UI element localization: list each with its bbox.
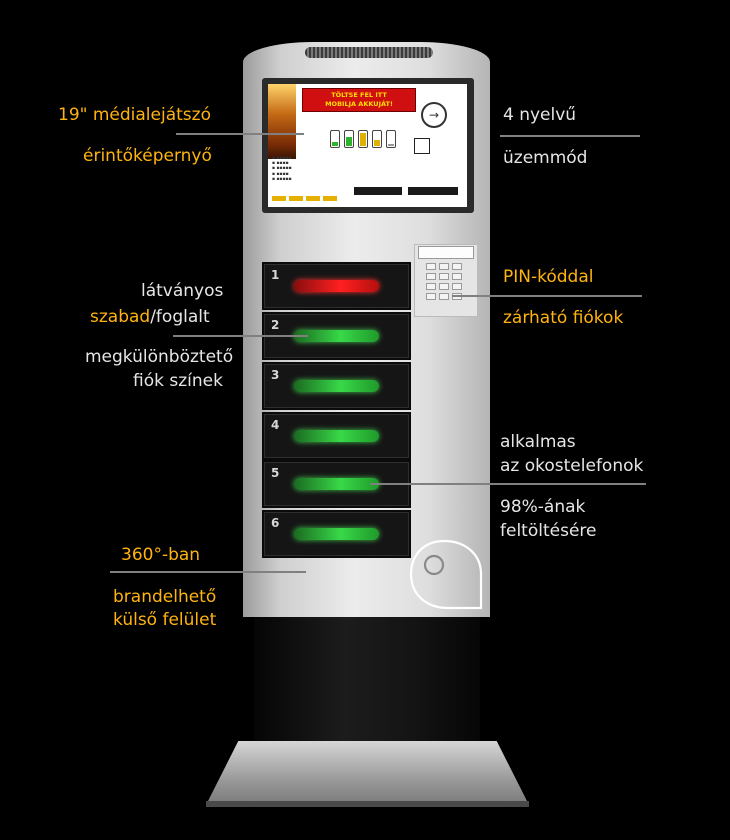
label-suitable: alkalmas [500,432,576,452]
language-button[interactable] [306,196,320,201]
battery-icon [344,130,354,148]
locker-4[interactable]: 4 [262,412,411,460]
locker-status-light [294,280,379,292]
keypad-key[interactable] [439,273,449,280]
touchscreen-display[interactable]: TÖLTSE FEL ITT MOBILJA AKKUJÁT! → ▪ ▪▪▪▪… [268,84,467,207]
label-mode: üzemmód [503,148,588,168]
locker-6[interactable]: 6 [262,510,411,558]
label-occupied: /foglalt [150,307,210,327]
label-media-player: 19" médialejátszó [58,105,211,125]
label-percent: 98%-ának [500,497,586,517]
locker-number: 1 [271,268,280,282]
speaker-grille [305,47,433,58]
flame-graphic [268,84,296,159]
locker-status-light [294,330,379,342]
screen-button-right[interactable] [408,187,458,195]
label-touchscreen: érintőképernyő [83,146,212,166]
keypad-key[interactable] [439,293,449,300]
locker-number: 3 [271,368,280,382]
label-lockable: zárható fiókok [503,308,624,328]
flash-icon [414,138,430,154]
locker-status-light [294,430,379,442]
label-four-lang: 4 nyelvű [503,105,577,125]
language-button[interactable] [272,196,286,201]
label-distinguish: megkülönböztető [85,347,234,367]
charge-banner: TÖLTSE FEL ITT MOBILJA AKKUJÁT! [302,88,416,112]
keypad-key[interactable] [426,263,436,270]
label-free: szabad [90,307,151,327]
keypad-key[interactable] [439,263,449,270]
callout-line-lockers [173,335,308,337]
label-free-occupied: szabad/foglalt [90,307,210,327]
label-outer-surface: külső felület [113,610,217,630]
keypad-key[interactable] [439,283,449,290]
label-brandable: brandelhető [113,587,217,607]
label-charging: feltöltésére [500,521,597,541]
locker-number: 2 [271,318,280,332]
locker-status-light [294,380,379,392]
language-button[interactable] [323,196,337,201]
screen-button-left[interactable] [354,187,402,195]
brand-swoosh-icon [409,539,483,610]
battery-icon [330,130,340,148]
locker-status-light [294,528,379,540]
keypad-key[interactable] [426,273,436,280]
banner-line-1: TÖLTSE FEL ITT [331,91,387,99]
keypad-key[interactable] [452,263,462,270]
locker-number: 5 [271,466,280,480]
battery-icon [358,130,368,148]
label-360: 360°-ban [121,545,201,565]
battery-icon [372,130,382,148]
keypad-key[interactable] [452,283,462,290]
screen-menu-list: ▪ ▪▪▪▪▪▪ ▪▪▪▪▪ ▪▪▪▪▪▪ ▪▪▪▪▪ ▪▪▪▪▪ [272,156,292,182]
label-spectacular: látványos [141,281,224,301]
locker-1[interactable]: 1 [262,262,411,310]
banner-line-2: MOBILJA AKKUJÁT! [325,100,393,108]
kiosk-plinth-edge [206,801,529,807]
keypad-key[interactable] [452,273,462,280]
locker-number: 6 [271,516,280,530]
callout-line-language [500,135,640,137]
keypad-key[interactable] [426,293,436,300]
callout-line-smartphones [370,483,646,485]
label-smartphones: az okostelefonok [500,456,644,476]
language-button[interactable] [289,196,303,201]
label-drawer-colors: fiók színek [133,371,223,391]
kiosk-plinth [206,741,529,805]
locker-status-light [294,478,379,490]
battery-icon [386,130,396,148]
callout-line-branding [110,571,306,573]
keypad-display [418,246,474,259]
callout-line-screen [176,133,304,135]
callout-line-pin [452,295,642,297]
usb-icon: → [421,102,447,128]
locker-3[interactable]: 3 [262,362,411,410]
keypad-key[interactable] [426,283,436,290]
label-pin-code: PIN-kóddal [503,267,594,287]
locker-number: 4 [271,418,280,432]
